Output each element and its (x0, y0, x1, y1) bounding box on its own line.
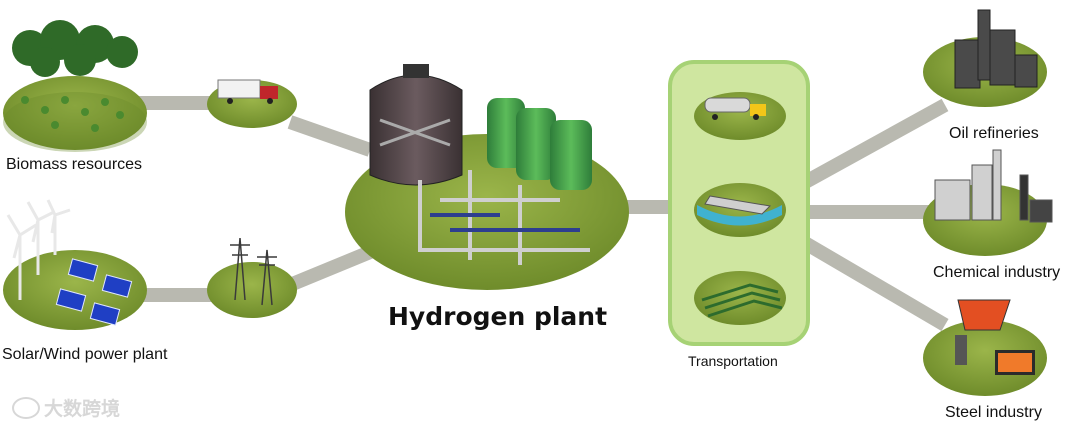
chemical-industry-label: Chemical industry (933, 264, 1061, 281)
transportation-panel (668, 60, 810, 346)
oil-refineries-island (923, 9, 1047, 107)
road-to-oil (796, 98, 949, 192)
hydrogen-plant-island (345, 64, 629, 290)
refinery-icon (954, 9, 1038, 89)
biomass-resources-label: Biomass resources (6, 156, 143, 173)
tree-icon (12, 20, 138, 77)
road-truck-to-plant (287, 115, 373, 157)
chemical-plant-icon (934, 149, 1053, 223)
solar-panel-icon (55, 258, 133, 326)
solar-wind-island (3, 199, 147, 330)
steel-industry-island (923, 299, 1047, 396)
tanker-truck-icon (704, 97, 766, 120)
watermark-logo-icon (12, 396, 40, 419)
pylon-island (207, 237, 297, 318)
power-pylon-icon (230, 237, 277, 306)
solar-wind-power-plant-label: Solar/Wind power plant (2, 346, 168, 363)
watermark: 大数跨境 (12, 394, 120, 421)
ladle-icon (955, 299, 1035, 375)
oil-refineries-label: Oil refineries (949, 125, 1039, 142)
wind-turbine-icon (6, 199, 71, 300)
truck-island (207, 79, 297, 128)
biomass-resources-island (3, 20, 147, 152)
transportation-label: Transportation (688, 353, 778, 369)
water-icon (697, 205, 782, 226)
pipeline-icon (701, 283, 783, 318)
truck-icon (217, 79, 278, 104)
digester-tank-icon (369, 64, 463, 186)
hydrogen-plant-label: Hydrogen plant (388, 302, 608, 331)
steel-industry-label: Steel industry (945, 404, 1042, 421)
road-to-steel (796, 233, 949, 332)
piping-icon (418, 170, 590, 265)
watermark-text: 大数跨境 (44, 399, 121, 420)
road-pylon-to-plant (287, 243, 378, 292)
chemical-industry-island (923, 149, 1053, 256)
ship-icon (704, 195, 772, 215)
storage-tank-icon (487, 98, 592, 190)
